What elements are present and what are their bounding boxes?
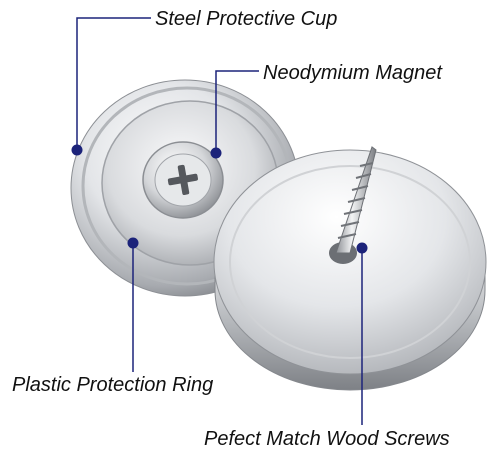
steel-cup-label: Steel Protective Cup	[155, 8, 338, 30]
right-magnet	[213, 146, 487, 391]
dot-steel-cup	[71, 144, 83, 156]
wood-screw	[335, 146, 377, 254]
leader-lines	[76, 17, 363, 425]
phillips-screw-head-icon	[167, 164, 198, 195]
leader-neodymium-magnet	[215, 70, 259, 153]
dot-neodymium-magnet	[210, 147, 222, 159]
dot-plastic-ring	[127, 237, 139, 249]
wood-screws-label: Pefect Match Wood Screws	[204, 428, 450, 450]
leader-dots	[71, 144, 368, 254]
plastic-ring-label: Plastic Protection Ring	[12, 374, 214, 396]
neodymium-magnet-label: Neodymium Magnet	[263, 62, 442, 84]
leader-steel-cup	[76, 17, 151, 150]
dot-wood-screws	[356, 242, 368, 254]
